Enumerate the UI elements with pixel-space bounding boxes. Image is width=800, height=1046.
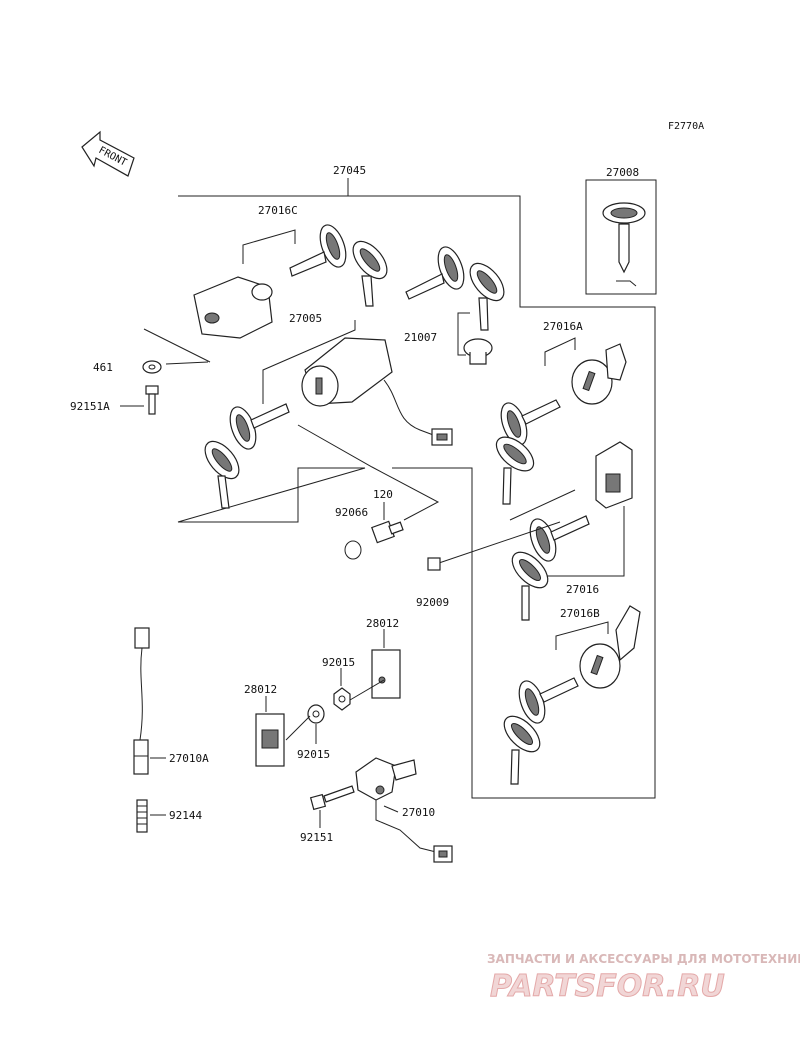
cap-21007-icon — [463, 338, 493, 365]
washer-461-icon — [142, 360, 162, 374]
spring-92144-icon — [136, 799, 148, 833]
seat-lock-27016a-icon — [571, 343, 627, 405]
label-92009: 92009 — [416, 596, 449, 609]
label-27016a: 27016A — [543, 320, 583, 333]
label-27016: 27016 — [566, 583, 599, 596]
label-92015-upper: 92015 — [322, 656, 355, 669]
key-pair-27005-icon — [204, 403, 290, 509]
label-92151: 92151 — [300, 831, 333, 844]
lock-27016b-icon — [579, 605, 641, 689]
label-92151a: 92151A — [70, 400, 110, 413]
bolt-92151a-icon — [145, 385, 159, 415]
key-pair-27016-icon — [511, 515, 590, 621]
helmet-lock-27016-icon — [595, 441, 633, 509]
plate-28012-lower-icon — [255, 713, 285, 767]
label-28012-lower: 28012 — [244, 683, 277, 696]
key-pair-27016c-icon — [289, 224, 388, 307]
nut-92015-upper-icon — [333, 687, 351, 711]
bolt-92009-icon — [427, 521, 561, 571]
plate-28012-upper-icon — [371, 649, 401, 699]
label-92144: 92144 — [169, 809, 202, 822]
label-92015-lower: 92015 — [297, 748, 330, 761]
key-pair-27016a-icon — [495, 399, 561, 505]
nut-92015-lower-icon — [307, 704, 325, 724]
label-27016c: 27016C — [258, 204, 298, 217]
key-pair-27016b-icon — [503, 677, 579, 785]
label-27008: 27008 — [606, 166, 639, 179]
key-pair-21007-icon — [405, 246, 505, 331]
group-outline-27008 — [585, 179, 657, 295]
ignition-switch-27005-icon — [301, 337, 453, 446]
bolt-92066-icon — [371, 520, 404, 544]
bolt-92151-icon — [309, 785, 355, 811]
label-27010: 27010 — [402, 806, 435, 819]
watermark-brand: PARTSFOR.RU — [490, 969, 725, 1004]
front-arrow-icon: FRONT — [81, 130, 135, 177]
label-27016b: 27016B — [560, 607, 600, 620]
o-ring-120-icon — [344, 540, 362, 560]
key-blank-27008-icon — [602, 202, 646, 287]
figure-code: F2770A — [668, 121, 704, 132]
group-outline-27045 — [177, 195, 656, 799]
label-92066: 92066 — [335, 506, 368, 519]
label-461: 461 — [93, 361, 113, 374]
label-120: 120 — [373, 488, 393, 501]
watermark-tagline: ЗАПЧАСТИ И АКСЕССУАРЫ ДЛЯ МОТОТЕХНИКИ — [487, 952, 800, 966]
label-21007: 21007 — [404, 331, 437, 344]
label-27010a: 27010A — [169, 752, 209, 765]
switch-27010-icon — [355, 757, 453, 863]
label-27045: 27045 — [333, 164, 366, 177]
steering-lock-27016c-icon — [193, 276, 273, 339]
label-27005: 27005 — [289, 312, 322, 325]
label-28012-upper: 28012 — [366, 617, 399, 630]
wire-27010a-icon — [133, 627, 150, 775]
